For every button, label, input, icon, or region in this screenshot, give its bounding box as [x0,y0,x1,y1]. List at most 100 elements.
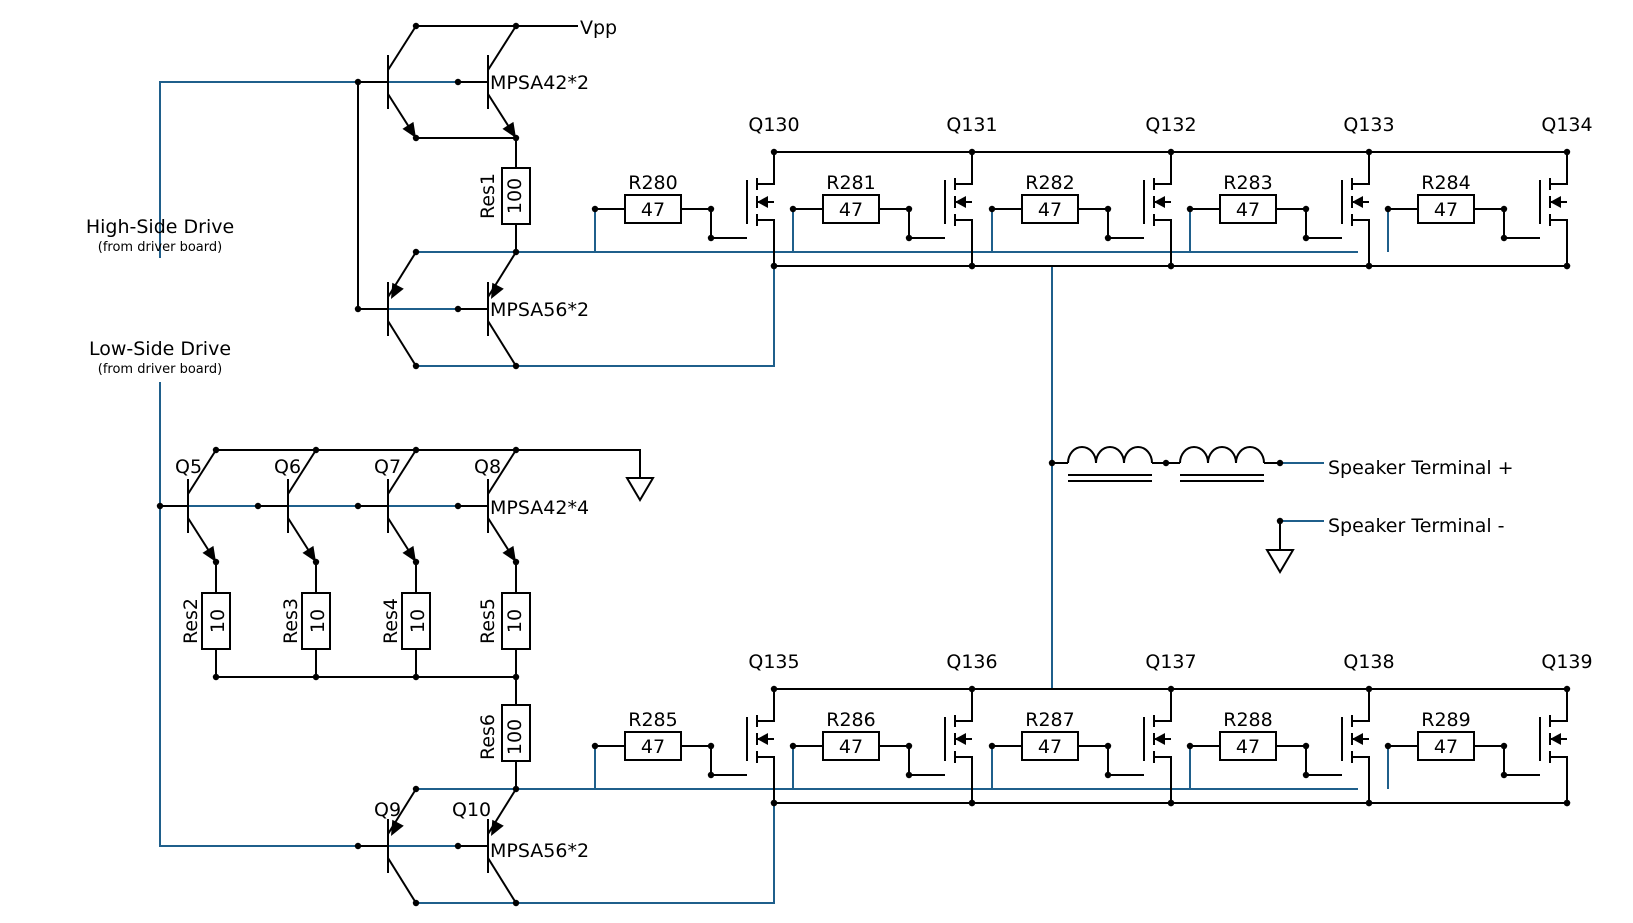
drain [1154,152,1172,185]
arrow-head [391,819,404,836]
source [1550,756,1568,803]
collector [487,857,517,904]
junction-dot [770,685,778,693]
junction-dot [1186,205,1194,213]
junction-dot [1500,234,1508,242]
arrow-head [402,121,416,138]
collector [387,25,417,71]
junction-dot [354,502,362,510]
components: Q130R28047Q131R28147Q132R28247Q133R28347… [158,25,1593,904]
junction-dots [156,22,1571,907]
inductor-coil [1067,446,1153,464]
drain [757,152,775,185]
junction-dot [1302,234,1310,242]
junction-dot [905,234,913,242]
source [1154,219,1172,266]
gate-lead [1107,209,1144,239]
drain [1550,152,1568,185]
resistor-value: 47 [1434,199,1458,221]
res2-value: 10 [207,609,229,633]
junction-dot [770,262,778,270]
resistor-name: R286 [826,709,875,731]
collector [387,449,417,495]
junction-dot [1276,517,1284,525]
resistor-body [1417,731,1475,761]
collector [387,857,417,904]
high-npn-right [458,25,517,139]
junction-dot [1563,799,1571,807]
high-side-drive-label: High-Side Drive [86,216,234,238]
junction-dot [968,148,976,156]
drain [1352,152,1370,185]
resistor-name: R280 [628,172,677,194]
junction-dot [789,205,797,213]
body-arrow [1154,733,1165,745]
vpp-label: Vpp [580,17,617,39]
junction-dot [770,799,778,807]
junction-dot [412,899,420,907]
res3-name: Res3 [280,598,302,644]
junction-dot [1365,685,1373,693]
junction-dot [968,799,976,807]
junction-dot [412,248,420,256]
junction-dot [1302,742,1310,750]
speaker-plus-label: Speaker Terminal + [1328,457,1514,479]
high-pnp-left [358,251,417,367]
high-pnp-part-label: MPSA56*2 [490,299,589,321]
low-drive-to-pnp [159,506,358,847]
junction-dot [905,205,913,213]
junction-dot [1048,459,1056,467]
mosfet-label: Q137 [1145,651,1196,673]
high-ground-return [416,266,775,367]
resistor-name: R285 [628,709,677,731]
junction-dot [312,558,320,566]
arrow-head [402,545,416,562]
q6-label: Q6 [274,456,301,478]
body-arrow [955,733,966,745]
drain [1154,689,1172,722]
junction-dot [988,742,996,750]
junction-dot [412,362,420,370]
mosfet-label: Q134 [1541,114,1592,136]
junction-dot [1167,799,1175,807]
mosfet-label: Q139 [1541,651,1592,673]
q9-label: Q9 [374,799,401,821]
source [955,756,973,803]
res3-value: 10 [307,609,329,633]
junction-dot [354,78,362,86]
low-npn-transistor [358,449,417,563]
res6-value: 100 [504,719,526,755]
arrow-head [491,819,504,836]
junction-dot [707,234,715,242]
source [1550,219,1568,266]
junction-dot [156,502,164,510]
drain [955,689,973,722]
body-arrow [757,733,768,745]
emitter-resistor-body [401,592,431,650]
lead [357,82,388,310]
junction-dot [512,899,520,907]
mosfet-label: Q138 [1343,651,1394,673]
junction-dot [1500,742,1508,750]
junction-dot [454,305,462,313]
junction-dot [707,771,715,779]
drain [1550,689,1568,722]
collector [287,449,317,495]
res4-value: 10 [407,609,429,633]
junction-dot [1365,262,1373,270]
high-npn-left [358,25,417,139]
mosfet-label: Q131 [946,114,997,136]
collector [487,320,517,367]
low-side-drive-label: Low-Side Drive [89,338,231,360]
junction-dot [412,558,420,566]
junction-dot [454,502,462,510]
junction-dot [1365,799,1373,807]
junction-dot [1186,742,1194,750]
